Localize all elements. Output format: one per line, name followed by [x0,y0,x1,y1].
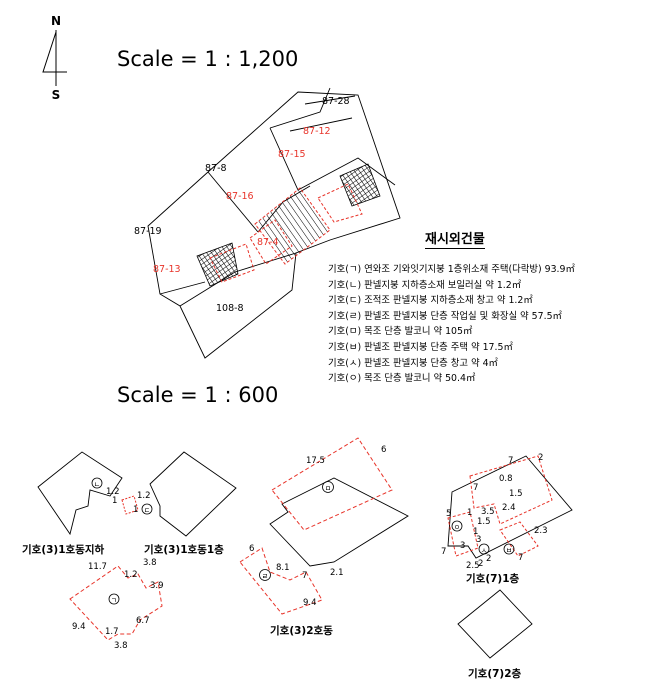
detail-7-second: 기호(7)2층 [457,589,533,680]
dim: 2.1 [330,568,344,578]
dim: 7 [441,547,446,557]
dim: 2 [486,554,491,564]
caption-3-basement: 기호(3)1호동지하 [22,543,105,556]
scale-top: Scale = 1 : 1,200 [117,47,298,71]
dim: 7 [473,483,478,493]
dim: 17.5 [306,456,325,466]
north-label: N [51,14,61,28]
detail-3-first: 기호(3)1호동1층 ㄱ 11.7 3.8 1.2 3.9 9.4 6.7 1.… [69,543,224,651]
parcel-87-12: 87-12 [303,126,331,137]
symbol-l: ㄴ [94,481,100,489]
symbol-g: ㄱ [111,597,117,605]
dim: 3.5 [481,507,495,517]
legend-title: 재시외건물 [425,228,485,249]
building-legend: 기호(ㄱ) 연와조 기와잇기지붕 1층위소재 주택(다락방) 93.9㎡ 기호(… [328,262,575,387]
dim: 2 [478,559,483,569]
legend-item: 기호(ㅁ) 목조 단층 발코니 약 105㎡ [328,326,473,338]
dim: 1 [133,505,138,515]
legend-item: 기호(ㄴ) 판넬지붕 지하층소재 보일러실 약 1.2㎡ [328,279,522,291]
dim: 2 [538,453,543,463]
caption-3-first: 기호(3)1호동1층 [144,543,224,556]
structure-87-4-hatch [254,187,331,265]
detail-3-second: ㅁ ㄹ 17.5 6 6 8.1 7 2.1 9.4 기호(3)2호동 [239,437,409,637]
legend-item: 기호(ㄷ) 조적조 판넬지붕 지하층소재 창고 약 1.2㎡ [328,295,533,307]
dim: 2.5 [466,561,480,571]
dim: 1.5 [477,517,491,527]
detail-7-first: ㅇ ㅅ ㅂ 7 2 0.8 7 1.5 3.5 2.4 5 1 1.5 2.3 … [441,453,573,585]
dim: 1.2 [124,570,138,580]
dim: 9.4 [303,598,317,608]
site-outline [147,91,401,359]
symbol-s: ㅅ [481,547,487,555]
symbol-o: ㅇ [454,524,460,532]
parcel-87-15: 87-15 [278,149,306,160]
dim: 1.2 [137,491,151,501]
dim: 1.7 [105,627,119,637]
structure-87-15-grid [339,163,381,207]
dim: 7 [302,571,307,581]
dim: 3 [460,541,465,551]
caption-3-second: 기호(3)2호동 [270,624,333,637]
dim: 1 [473,527,478,537]
dim: 0.8 [499,474,513,484]
legend-item: 기호(ㄱ) 연와조 기와잇기지붕 1층위소재 주택(다락방) 93.9㎡ [328,264,575,275]
parcel-87-4: 87-4 [257,237,279,248]
legend-item: 기호(ㅇ) 목조 단층 발코니 약 50.4㎡ [328,373,476,385]
structure-87-13-dash [209,243,255,283]
structure-87-13-grid [196,242,239,287]
parcel-87-13: 87-13 [153,264,181,275]
parcel-87-28: 87-28 [322,96,350,107]
legend-item: 기호(ㅅ) 판넬조 판넬지붕 단층 창고 약 4㎡ [328,357,498,369]
dim: 11.7 [88,562,107,572]
dim: 5 [446,509,451,519]
dim: 1 [467,508,472,518]
legend-item: 기호(ㄹ) 판넬조 판넬지붕 단층 작업실 및 화장실 약 57.5㎡ [328,310,562,322]
south-label: S [52,88,61,102]
parcel-87-16: 87-16 [226,191,254,202]
caption-7-second: 기호(7)2층 [468,667,522,680]
structure-87-15-dash [317,183,363,223]
dim: 2.4 [502,503,516,513]
dim: 8.1 [276,563,290,573]
dim: 3.9 [150,581,164,591]
site-structures [196,163,381,287]
dim: 6 [381,445,386,455]
dim: 3.8 [114,641,128,651]
parcel-87-8: 87-8 [205,163,227,174]
parcel-87-19: 87-19 [134,226,162,237]
legend-item: 기호(ㅂ) 판넬조 판넬지붕 단층 주택 약 17.5㎡ [328,341,513,353]
symbol-b: ㅂ [506,547,512,555]
dim: 6.7 [136,616,150,626]
dim: 1.2 [106,487,120,497]
dim: 1.5 [509,489,523,499]
caption-7-first: 기호(7)1층 [466,572,520,585]
scale-bottom: Scale = 1 : 600 [117,383,278,407]
detail-3-basement: ㄴ ㄷ 1.2 1 1.2 1 기호(3)1호동지하 [22,451,237,556]
dim: 1 [112,496,117,506]
north-arrow-icon: N S [42,14,67,102]
parcel-108-8: 108-8 [216,303,244,314]
dim: 7 [508,456,513,466]
dim: 2.3 [534,526,548,536]
symbol-d: ㄷ [144,507,150,515]
dim: 3.8 [143,558,157,568]
structure-87-4-dash [249,219,293,265]
symbol-r: ㄹ [262,573,268,581]
dim: 3 [476,535,481,545]
symbol-m: ㅁ [325,485,331,493]
dim: 7 [518,553,523,563]
dim: 9.4 [72,622,86,632]
dim: 6 [249,544,254,554]
